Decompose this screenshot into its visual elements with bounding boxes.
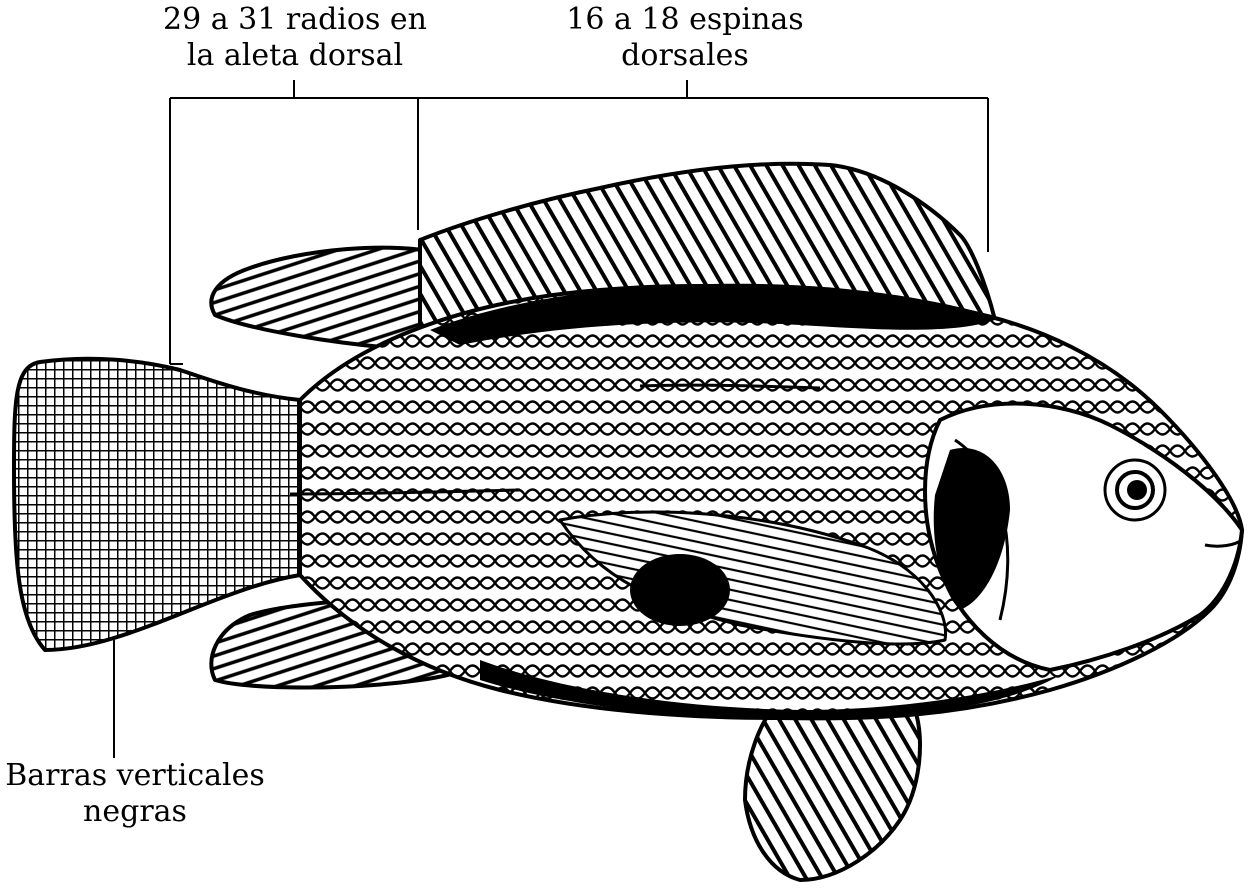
- dorsal-spines-label-line-1: 16 a 18 espinas: [535, 2, 835, 38]
- dorsal-rays-label-line-1: 29 a 31 radios en: [145, 2, 445, 38]
- pelvic-fin: [745, 700, 920, 880]
- pupil: [1127, 480, 1147, 500]
- vertical-bars-label: Barras verticales negras: [0, 758, 270, 830]
- dorsal-spines-label-line-2: dorsales: [535, 38, 835, 74]
- pectoral-blotch: [630, 554, 730, 626]
- caudal-fin: [14, 359, 300, 650]
- vertical-bars-label-line-2: negras: [0, 794, 270, 830]
- vertical-bars-label-line-1: Barras verticales: [0, 758, 270, 794]
- dorsal-spines-label: 16 a 18 espinas dorsales: [535, 2, 835, 74]
- dorsal-rays-label-line-2: la aleta dorsal: [145, 38, 445, 74]
- dorsal-rays-label: 29 a 31 radios en la aleta dorsal: [145, 2, 445, 74]
